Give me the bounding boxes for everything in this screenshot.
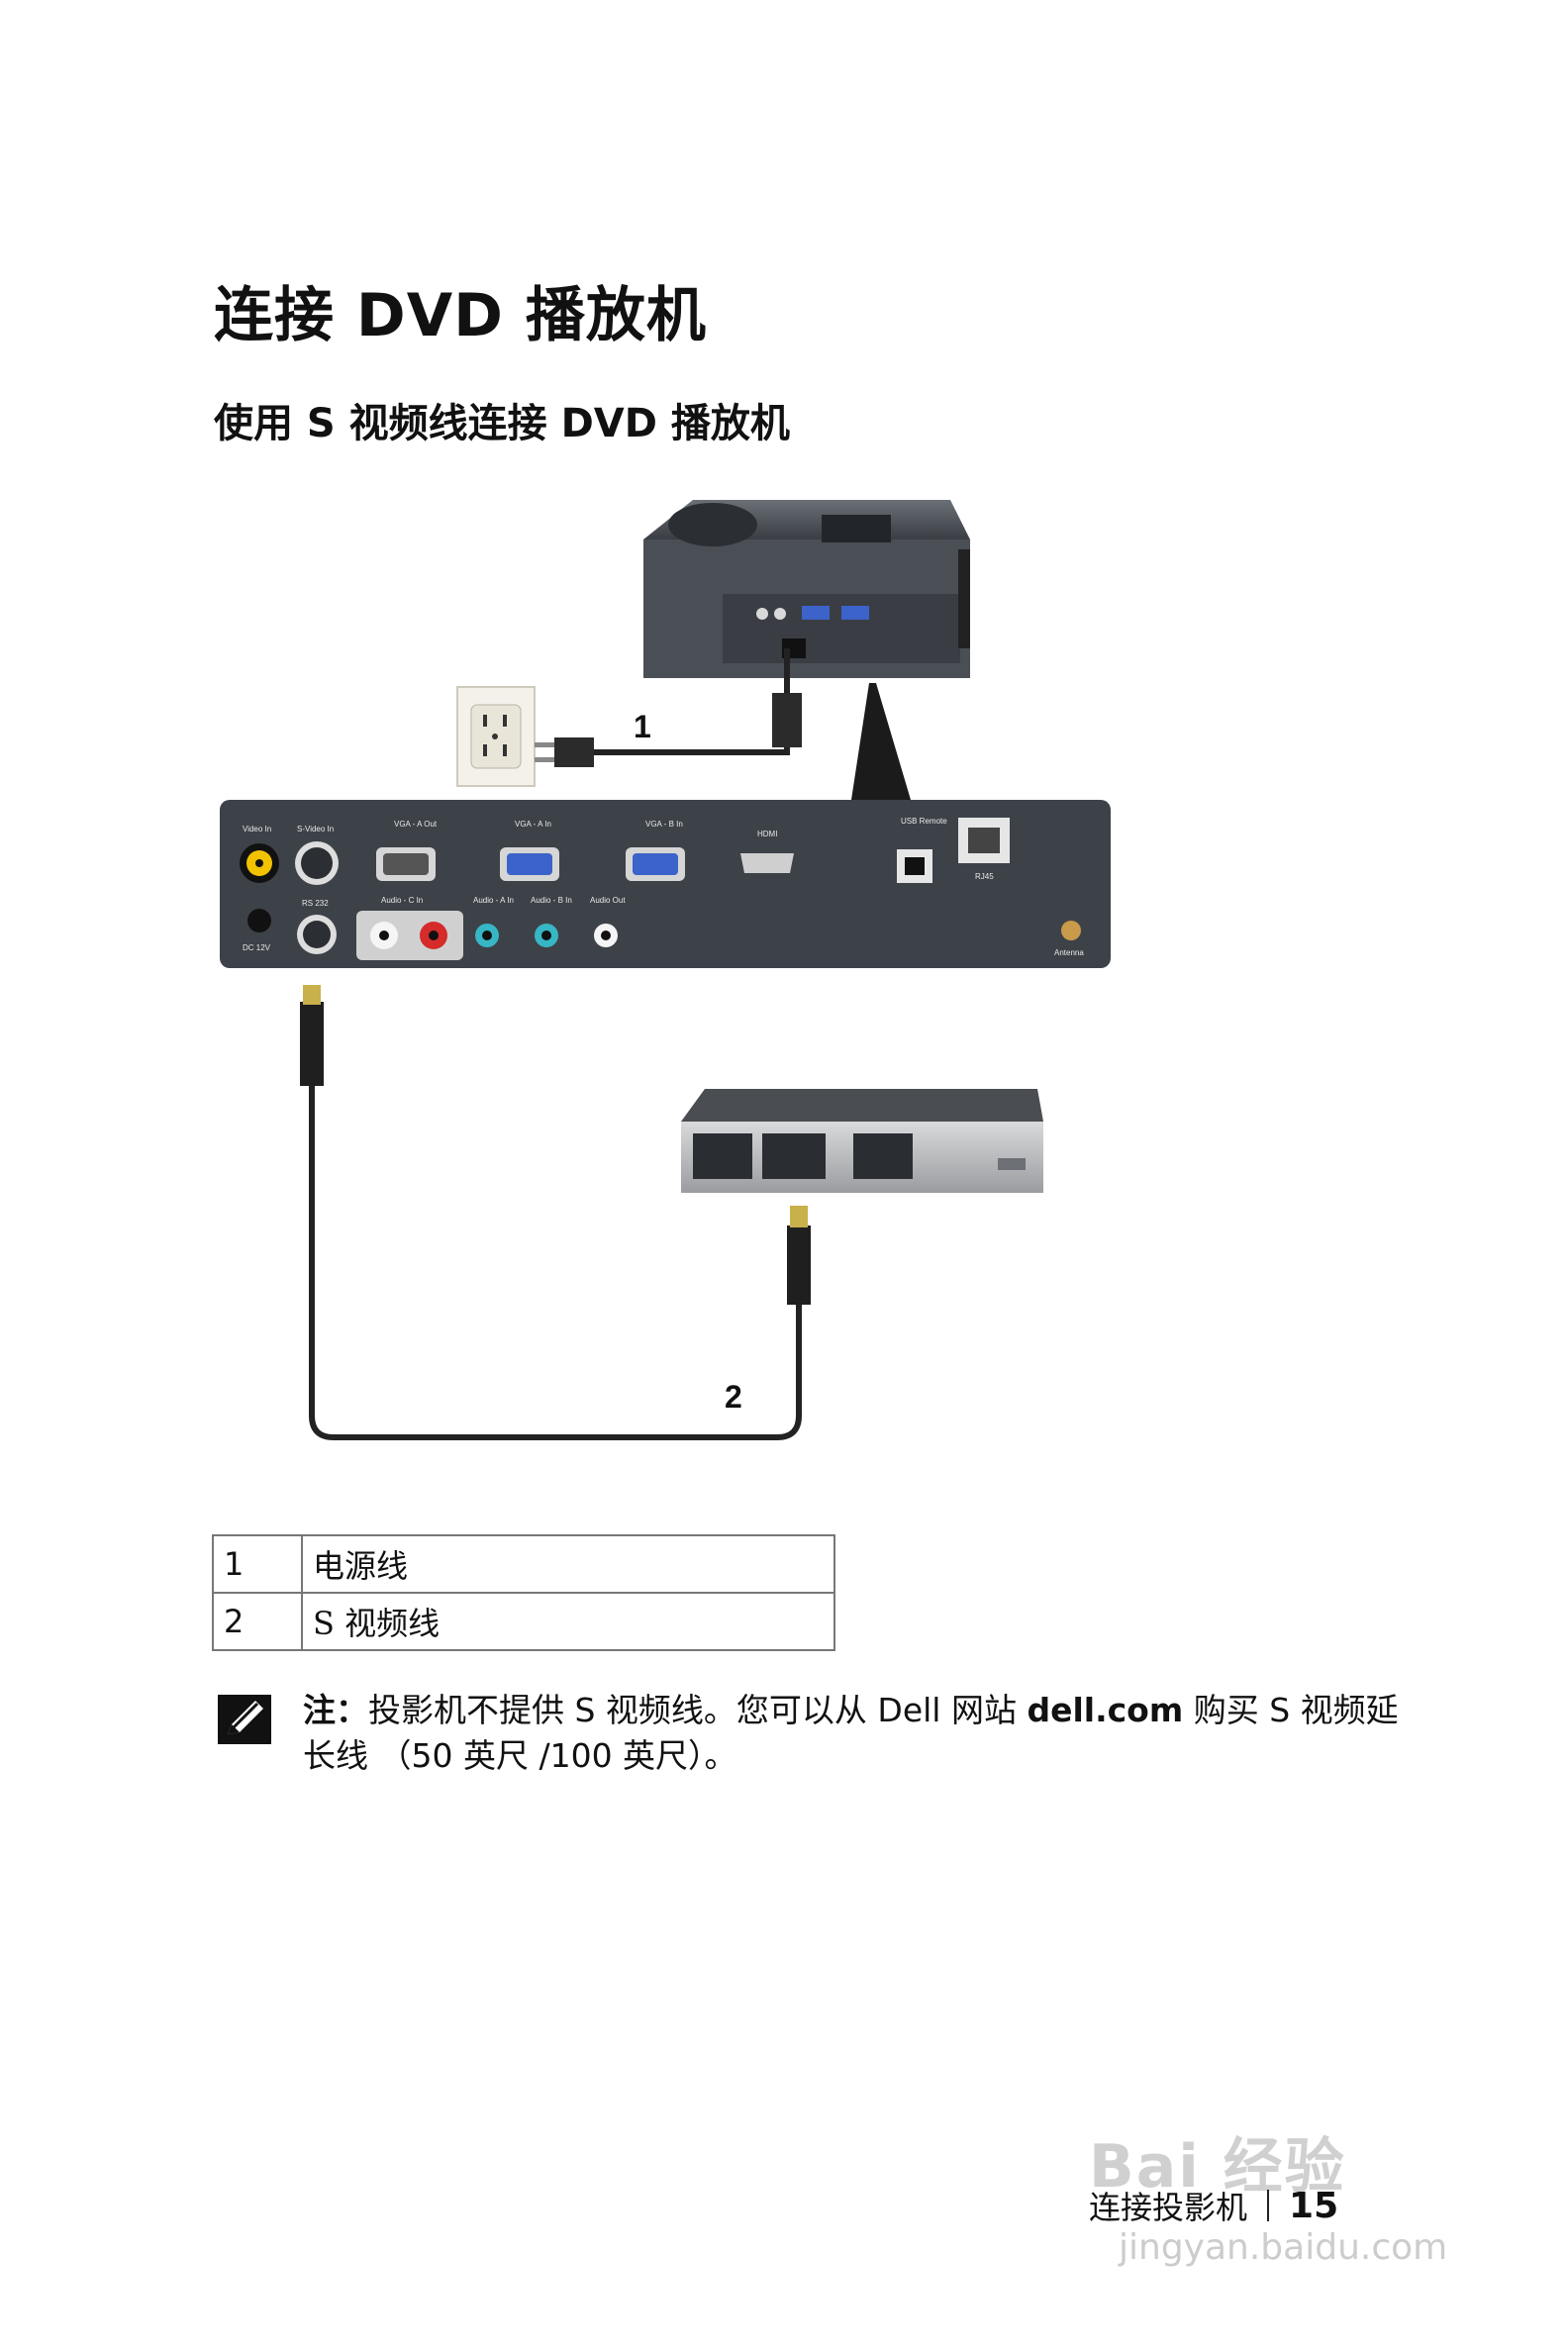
label-dc-12v: DC 12V — [243, 943, 271, 952]
page-number: 15 — [1289, 2185, 1339, 2226]
wall-outlet-image — [456, 686, 536, 787]
pencil-note-icon — [218, 1695, 271, 1744]
footer-divider — [1267, 2190, 1270, 2221]
legend-row: 2 S 视频线 — [212, 1592, 835, 1651]
note-body: 投影机不提供 S 视频线。您可以从 Dell 网站 — [368, 1691, 1028, 1729]
label-antenna: Antenna — [1054, 948, 1084, 957]
s-video-cable — [300, 985, 811, 1440]
legend-number: 2 — [212, 1592, 303, 1651]
label-usb-remote: USB Remote — [901, 817, 947, 826]
note-text: 注：投影机不提供 S 视频线。您可以从 Dell 网站 dell.com 购买 … — [303, 1688, 1421, 1779]
page-footer: 连接投影机 15 — [1089, 2183, 1338, 2228]
watermark-brand: Bai 经验 — [1089, 2132, 1346, 2202]
label-s-video-in: S-Video In — [297, 825, 334, 833]
callout-2: 2 — [725, 1379, 742, 1415]
callout-1: 1 — [634, 709, 651, 744]
label-vga-a-in: VGA - A In — [515, 820, 551, 829]
power-cable — [535, 648, 802, 767]
projector-back-panel: Video In S-Video In VGA - A Out VGA - A … — [220, 800, 1111, 968]
section-subtitle: 使用 S 视频线连接 DVD 播放机 — [214, 401, 790, 446]
connection-diagram: Video In S-Video In VGA - A Out VGA - A … — [220, 500, 1111, 1440]
legend-text: S 视频线 — [301, 1592, 835, 1651]
legend-row: 1 电源线 — [212, 1534, 835, 1594]
label-audio-b-in: Audio - B In — [531, 896, 572, 905]
projector-image — [643, 500, 970, 678]
legend-text: 电源线 — [301, 1534, 835, 1594]
label-vga-b-in: VGA - B In — [645, 820, 683, 829]
label-rs232: RS 232 — [302, 899, 329, 908]
legend-table: 1 电源线 2 S 视频线 — [212, 1534, 835, 1651]
label-audio-a-in: Audio - A In — [473, 896, 514, 905]
label-hdmi: HDMI — [757, 830, 777, 838]
label-audio-c-in: Audio - C In — [381, 896, 423, 905]
zoom-indicator — [851, 683, 911, 800]
label-vga-a-out: VGA - A Out — [394, 820, 438, 829]
label-video-in: Video In — [243, 825, 271, 833]
page-title: 连接 DVD 播放机 — [214, 281, 707, 350]
legend-number: 1 — [212, 1534, 303, 1594]
dell-website-link[interactable]: dell.com — [1027, 1691, 1184, 1729]
label-audio-out: Audio Out — [590, 896, 626, 905]
note-label: 注： — [303, 1691, 368, 1729]
note-body-end: 购买 S 视频延长线 （50 英尺 /100 英尺）。 — [303, 1691, 1399, 1775]
dvd-player-image — [681, 1089, 1043, 1193]
watermark-url: jingyan.baidu.com — [1119, 2227, 1448, 2268]
label-rj45: RJ45 — [975, 872, 994, 881]
footer-section: 连接投影机 — [1089, 2189, 1248, 2226]
